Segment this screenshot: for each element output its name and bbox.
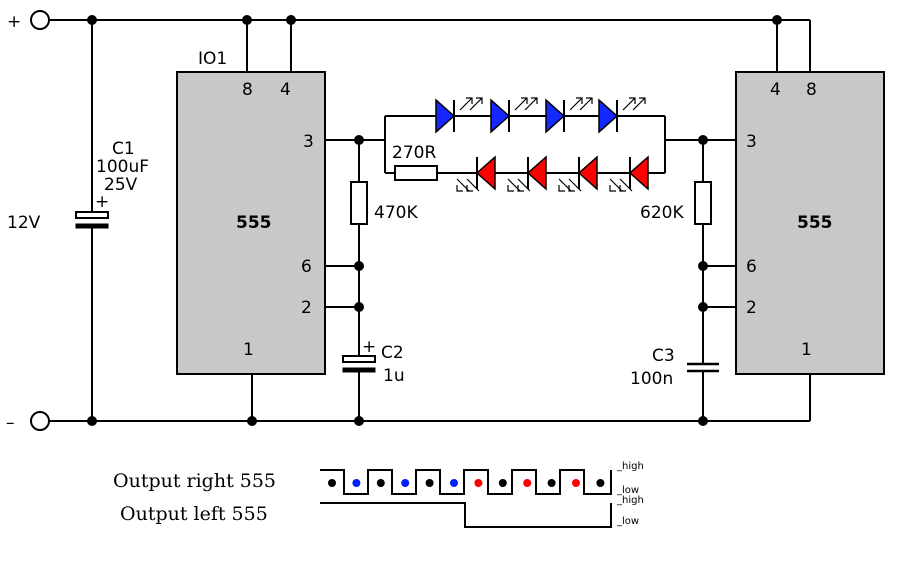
c2-plus-sign: + [362,337,376,357]
led-bridge: 270R [384,97,735,192]
led-diode [435,97,483,134]
left-ic-name: 555 [236,213,272,233]
c3-ref: C3 [652,346,675,366]
r-led-value: 270R [392,143,436,163]
c2-ref: C2 [381,343,404,363]
plus-label: + [7,12,21,32]
red-led-string [456,155,649,192]
timing-dots [328,479,605,487]
led-diode [490,97,538,134]
right-pin-4: 4 [770,80,781,100]
right-timing-network: 620K C3 100n [630,140,719,421]
c1-ref: C1 [112,139,135,159]
r-left-value: 470K [374,203,418,223]
left-timing-network: 470K + C2 1u [342,140,418,421]
timing-label-left: Output left 555 [120,503,268,525]
left-pin-3: 3 [303,132,314,152]
timing-dot-black [425,479,434,487]
timing-dot-black [328,479,336,487]
timing-dot-blue [352,479,361,487]
timing-dot-black [498,479,507,487]
led-diode [456,155,496,192]
low-label-left: _low [616,516,639,527]
left-pin-1: 1 [243,340,254,360]
left-pin-2: 2 [301,298,312,318]
high-label-left: _high [616,495,644,506]
junction-dot [87,15,97,25]
right-pin-6: 6 [746,257,757,277]
junction-dot [698,302,708,312]
timing-dot-red [572,479,580,487]
capacitor-c1: + C1 100uF 25V [75,20,149,421]
timing-dot-black [596,479,605,487]
blue-led-string [435,97,646,134]
junction-dot [698,261,708,271]
led-diode [507,155,547,192]
junctions [87,15,782,426]
left-pin-8: 8 [242,80,253,100]
plus-terminal [30,10,50,30]
c3-value: 100n [630,369,673,389]
junction-dot [354,302,364,312]
left-pin-6: 6 [301,257,312,277]
junction-dot [242,15,252,25]
timing-dot-red [474,479,483,487]
voltage-label: 12V [7,213,41,233]
timing-dot-blue [401,479,410,487]
junction-dot [772,15,782,25]
junction-dot [354,416,364,426]
timing-dot-blue [450,479,458,487]
c2-value: 1u [383,366,405,386]
junction-dot [87,416,97,426]
junction-dot [698,416,708,426]
right-pin-1: 1 [801,340,812,360]
right-ic-name: 555 [797,213,833,233]
timing-dot-black [376,479,385,487]
left-output-waveform [320,502,612,528]
low-label-right: _low [616,485,639,496]
minus-terminal [30,411,50,431]
power-rails: + – 12V [6,10,810,433]
c1-rating: 25V [104,175,138,195]
left-ic-ref: IO1 [198,49,227,69]
led-diode [609,155,649,192]
timing-dot-red [523,479,532,487]
led-diode [545,97,593,134]
right-output-waveform [320,469,612,495]
left-555-ic: IO1 555 8 4 3 6 2 1 [176,20,385,421]
minus-label: – [6,413,15,433]
junction-dot [247,416,257,426]
right-555-ic: 555 4 8 3 6 2 1 [703,20,885,421]
left-pin-4: 4 [280,80,291,100]
timing-diagram: Output right 555 Output left 555 _high _… [113,461,644,528]
led-diode [558,155,598,192]
high-label-right: _high [616,461,644,472]
timing-dot-black [547,479,556,487]
c1-plus-sign: + [95,192,109,212]
junction-dot [698,135,708,145]
right-pin-8: 8 [806,80,817,100]
timing-label-right: Output right 555 [113,470,276,492]
right-pin-2: 2 [746,298,757,318]
r-right-value: 620K [640,203,684,223]
junction-dot [286,15,296,25]
led-diode [598,97,646,134]
junction-dot [354,261,364,271]
c1-value: 100uF [96,157,149,177]
right-pin-3: 3 [746,132,757,152]
junction-dot [354,135,364,145]
